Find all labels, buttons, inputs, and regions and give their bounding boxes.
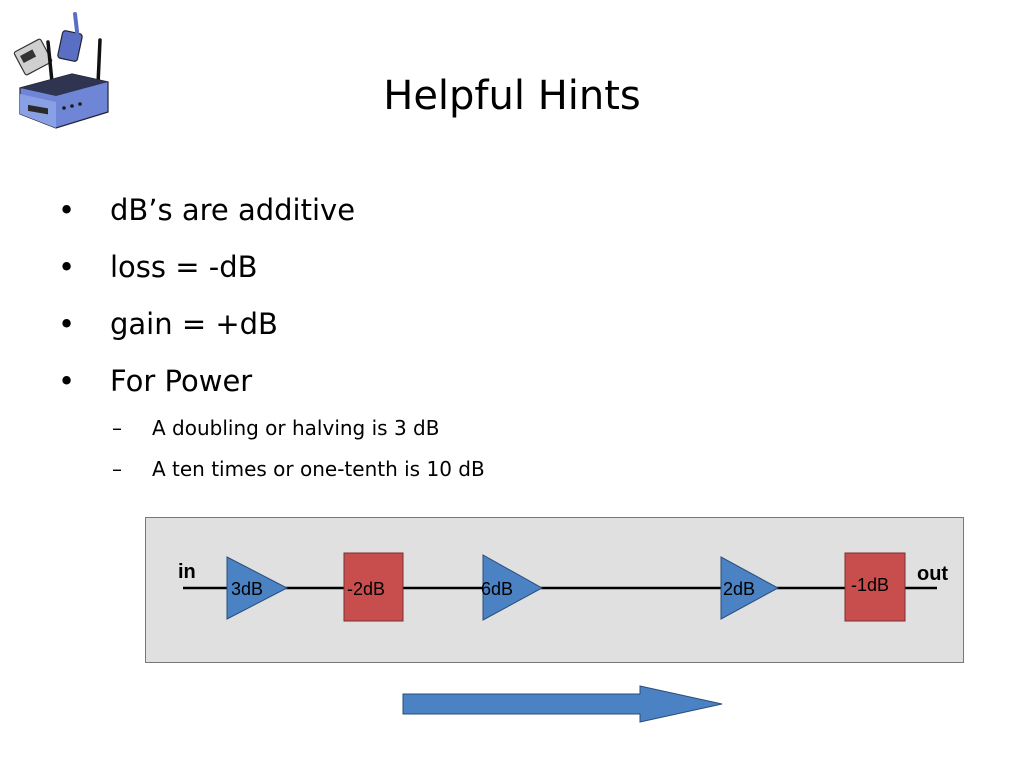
stage-label: -2dB bbox=[347, 579, 385, 599]
bullet-item: • dB’s are additive bbox=[58, 186, 758, 243]
bullet-list: • dB’s are additive • loss = -dB • gain … bbox=[58, 186, 758, 414]
bullet-text: dB’s are additive bbox=[110, 193, 356, 227]
amplifier-stage: 6dB bbox=[481, 554, 544, 621]
amplifier-stage: 2dB bbox=[720, 556, 780, 620]
bullet-marker: • bbox=[58, 364, 76, 398]
dash-marker: – bbox=[112, 416, 122, 440]
bullet-text: For Power bbox=[110, 364, 253, 398]
bullet-text: gain = +dB bbox=[110, 307, 278, 341]
sub-bullet-text: A ten times or one-tenth is 10 dB bbox=[152, 457, 485, 481]
bullet-marker: • bbox=[58, 193, 76, 227]
stage-label: -1dB bbox=[851, 575, 889, 595]
amplifier-stage: 3dB bbox=[226, 556, 289, 620]
stage-label: 2dB bbox=[723, 579, 755, 599]
router-icon bbox=[13, 12, 109, 129]
sub-bullet-text: A doubling or halving is 3 dB bbox=[152, 416, 440, 440]
output-label: out bbox=[917, 563, 948, 585]
stage-label: 6dB bbox=[481, 579, 513, 599]
bullet-item: • For Power bbox=[58, 357, 758, 414]
bullet-item: • gain = +dB bbox=[58, 300, 758, 357]
stage-label: 3dB bbox=[231, 579, 263, 599]
attenuator-stage: -1dB bbox=[844, 552, 906, 622]
dash-marker: – bbox=[112, 457, 122, 481]
right-arrow-icon bbox=[402, 685, 723, 723]
input-label: in bbox=[178, 561, 196, 583]
bullet-item: • loss = -dB bbox=[58, 243, 758, 300]
bullet-marker: • bbox=[58, 250, 76, 284]
signal-chain-diagram: in out 3dB -2dB 6dB 2dB -1dB bbox=[145, 517, 964, 663]
bullet-marker: • bbox=[58, 307, 76, 341]
attenuator-stage: -2dB bbox=[343, 552, 404, 622]
bullet-text: loss = -dB bbox=[110, 250, 258, 284]
slide-title: Helpful Hints bbox=[383, 73, 641, 119]
